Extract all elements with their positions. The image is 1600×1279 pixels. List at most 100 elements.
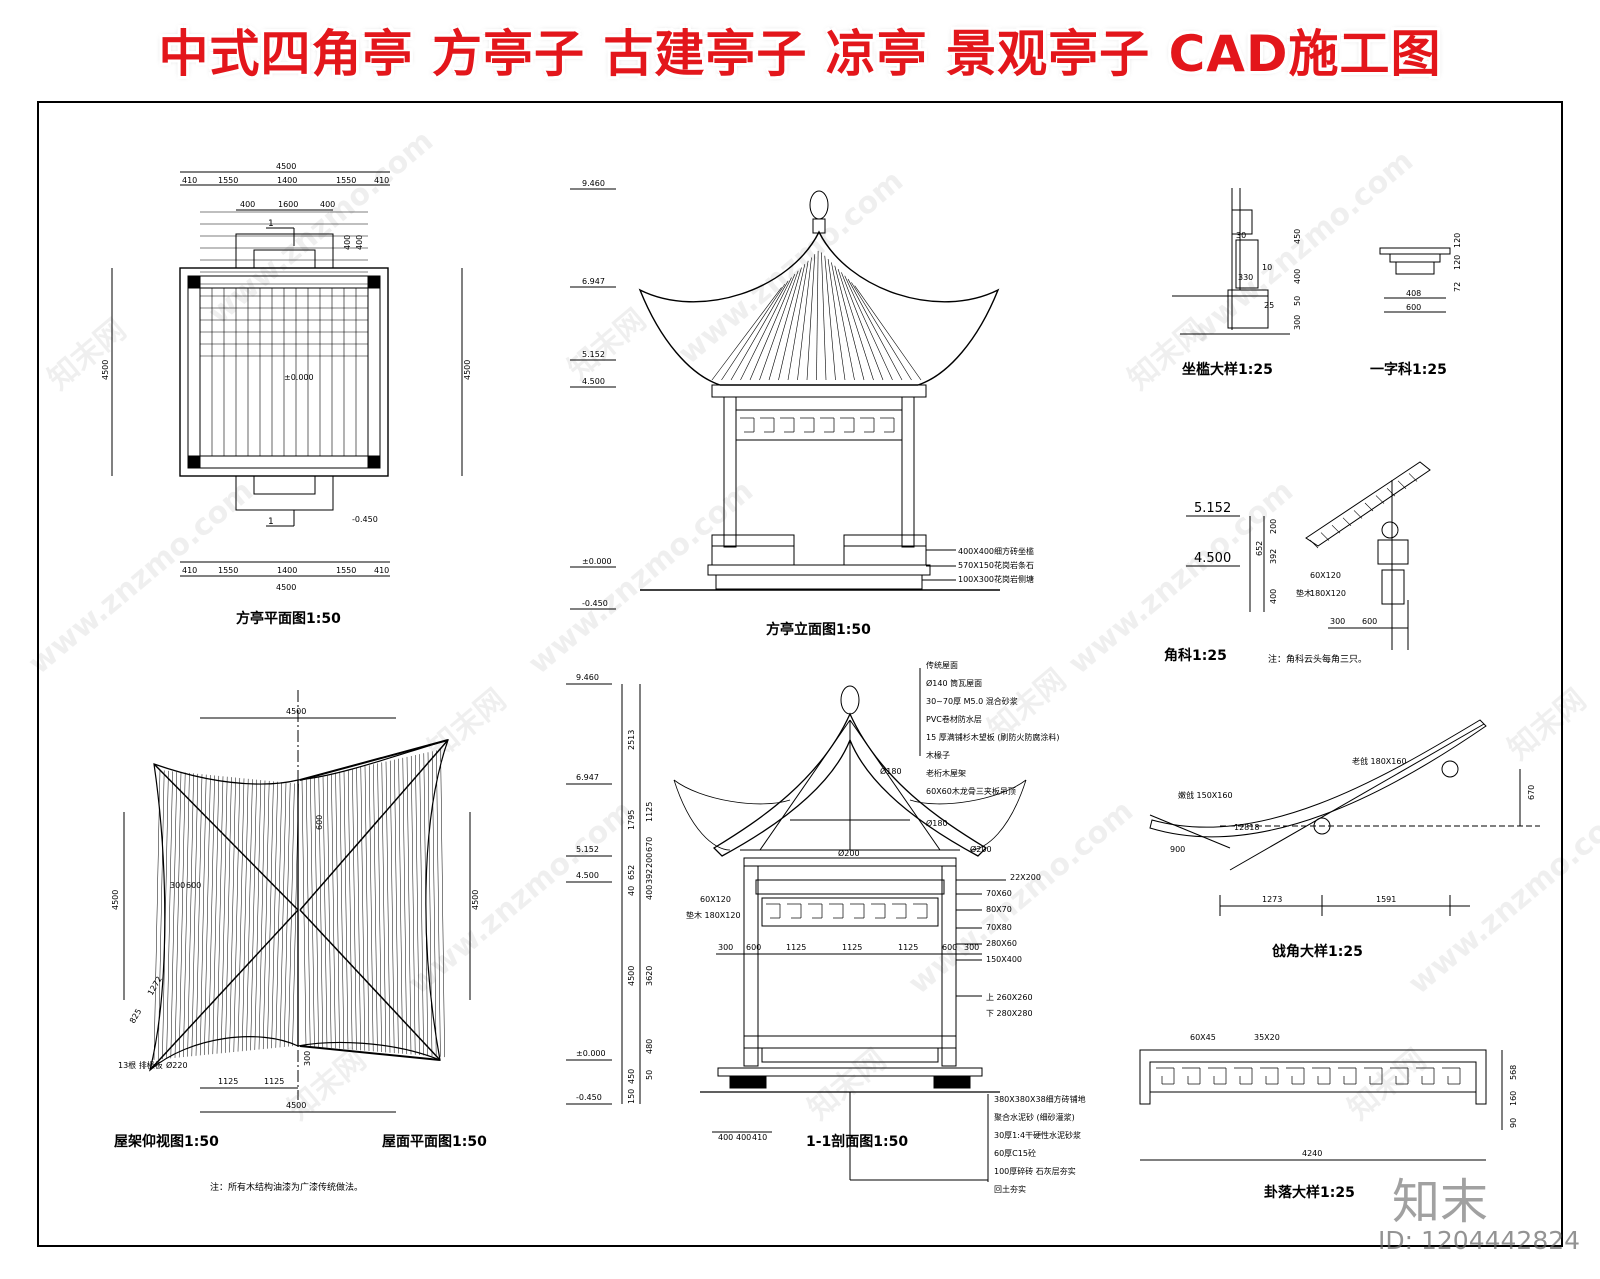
plan-seg-1: 410: [182, 176, 197, 185]
banner-title: 中式四角亭 方亭子 古建亭子 凉亭 景观亭子 CAD施工图: [158, 25, 1442, 83]
elevation-note-1: 400X400细方砖坐槛: [958, 546, 1034, 556]
svg-text:垫木 180X120: 垫木 180X120: [686, 910, 741, 920]
svg-text:670: 670: [1527, 785, 1536, 800]
svg-text:6.947: 6.947: [576, 773, 599, 782]
seat-rail-title: 坐槛大样1:25: [1182, 361, 1273, 378]
svg-text:30厚1:4干硬性水泥砂浆: 30厚1:4干硬性水泥砂浆: [994, 1130, 1081, 1140]
elevation-view: 9.460 6.947 5.152 4.500 ±0.000 -0.450 4: [570, 179, 1034, 638]
elevation-column: [901, 396, 915, 548]
eave-beam-circle: [1441, 760, 1459, 778]
plan-center-level: ±0.000: [284, 373, 314, 382]
svg-text:5.152: 5.152: [576, 845, 599, 854]
svg-text:408: 408: [1406, 289, 1421, 298]
svg-text:40: 40: [627, 886, 636, 896]
corner-level-1: 5.152: [1194, 501, 1231, 516]
svg-text:15 厚满铺杉木望板 (刷防火防腐涂料): 15 厚满铺杉木望板 (刷防火防腐涂料): [926, 732, 1060, 742]
section-column: [743, 865, 759, 1067]
corner-bracket-detail: 5.152 4.500 652 200 392 400 60X120 垫木 18…: [1164, 461, 1431, 665]
plan-view: 4500 410 1550 1400 1550 410 400 1600 400…: [101, 162, 472, 627]
svg-text:600: 600: [186, 881, 201, 890]
plan-bottom-overall: 4500: [276, 583, 296, 592]
svg-text:392: 392: [645, 869, 654, 884]
bracket-detail: 408 600 120 120 72 一字科1:25: [1370, 233, 1462, 378]
svg-text:200: 200: [1269, 519, 1278, 534]
svg-text:60厚C15砼: 60厚C15砼: [994, 1148, 1036, 1158]
hanging-panel-title: 卦落大样1:25: [1264, 1184, 1355, 1201]
plan-seg-2: 1550: [218, 176, 238, 185]
svg-text:652: 652: [1255, 541, 1264, 556]
general-note: 注：所有木结构油漆为广漆传统做法。: [210, 1181, 363, 1193]
svg-text:50: 50: [1293, 296, 1302, 306]
svg-text:±0.000: ±0.000: [582, 557, 612, 566]
svg-text:1125: 1125: [786, 943, 806, 952]
roof-frame-title: 屋架仰视图1:50: [114, 1133, 219, 1150]
svg-text:2513: 2513: [627, 730, 636, 750]
svg-text:3620: 3620: [645, 966, 654, 986]
svg-text:1272: 1272: [146, 975, 164, 997]
svg-text:5.152: 5.152: [582, 350, 605, 359]
drawing-sheet: 4500 410 1550 1400 1550 410 400 1600 400…: [37, 101, 1563, 1247]
svg-text:300: 300: [170, 881, 185, 890]
plan-step-dim-1: 400: [343, 235, 352, 250]
svg-text:300: 300: [1293, 315, 1302, 330]
svg-text:嫩戗 150X160: 嫩戗 150X160: [1178, 790, 1233, 800]
svg-text:1795: 1795: [627, 810, 636, 830]
section-column: [941, 865, 957, 1067]
svg-text:150: 150: [627, 1089, 636, 1104]
roof-plan-title: 屋面平面图1:50: [382, 1134, 487, 1150]
hanging-panel-detail: 60X45 35X20 4240 568 160 90 卦落大样1:25: [1139, 1033, 1518, 1201]
plan-out-level: -0.450: [352, 515, 378, 524]
svg-text:670: 670: [645, 837, 654, 852]
svg-text:450: 450: [1293, 229, 1302, 244]
svg-text:280X60: 280X60: [986, 939, 1017, 948]
svg-text:4.500: 4.500: [582, 377, 605, 386]
plan-step-dim-2: 400: [355, 235, 364, 250]
elevation-title: 方亭立面图1:50: [766, 621, 871, 638]
bracket-title: 一字科1:25: [1370, 361, 1447, 378]
svg-text:下 280X280: 下 280X280: [986, 1009, 1033, 1018]
svg-text:4500: 4500: [111, 890, 120, 910]
plan-bottom-seg-3: 1400: [277, 566, 297, 575]
svg-text:600: 600: [942, 943, 957, 952]
svg-text:Ø200: Ø200: [838, 848, 860, 858]
svg-text:Ø200: Ø200: [970, 844, 992, 854]
svg-text:825: 825: [128, 1007, 143, 1025]
svg-text:聚合水泥砂 (细砂灌浆): 聚合水泥砂 (细砂灌浆): [994, 1112, 1075, 1122]
svg-text:Ø180: Ø180: [926, 818, 948, 828]
svg-text:60X45: 60X45: [1190, 1033, 1216, 1042]
svg-text:120: 120: [1453, 255, 1462, 270]
svg-text:垫木: 垫木: [1296, 588, 1312, 598]
svg-text:652: 652: [627, 865, 636, 880]
svg-text:35X20: 35X20: [1254, 1033, 1280, 1042]
elevation-fret-panel: [735, 409, 903, 441]
section-view: 9.460 6.947 5.152 4.500 ±0.000 -0.450 25…: [566, 660, 1086, 1194]
svg-text:4.500: 4.500: [576, 871, 599, 880]
eave-corner-detail: 老戗 180X160 嫩戗 150X160 12818 900 1273 159…: [1149, 719, 1540, 960]
svg-text:450: 450: [627, 1069, 636, 1084]
elevation-column: [723, 396, 737, 548]
plan-side-dim-right: 4500: [463, 360, 472, 380]
plan-inner-1: 400: [240, 200, 255, 209]
plan-bottom-seg-4: 1550: [336, 566, 356, 575]
svg-text:300: 300: [964, 943, 979, 952]
svg-text:-0.450: -0.450: [576, 1093, 602, 1102]
plan-side-dim-left: 4500: [101, 360, 110, 380]
svg-text:老桁木屋架: 老桁木屋架: [926, 768, 966, 778]
svg-text:老戗 180X160: 老戗 180X160: [1352, 756, 1407, 766]
svg-text:1125: 1125: [264, 1077, 284, 1086]
svg-text:Ø220: Ø220: [166, 1060, 188, 1070]
svg-text:90: 90: [1509, 1118, 1518, 1128]
plan-column: [367, 275, 381, 289]
svg-text:600: 600: [1406, 303, 1421, 312]
svg-text:100厚碎砖 石灰层夯实: 100厚碎砖 石灰层夯实: [994, 1166, 1076, 1176]
roof-frame-outline: [148, 763, 299, 1072]
svg-text:400: 400: [1269, 589, 1278, 604]
svg-text:150X400: 150X400: [986, 955, 1022, 964]
svg-text:600: 600: [1362, 617, 1377, 626]
title-banner: 中式四角亭 方亭子 古建亭子 凉亭 景观亭子 CAD施工图: [0, 0, 1600, 92]
svg-text:400: 400: [645, 885, 654, 900]
svg-text:70X60: 70X60: [986, 889, 1012, 898]
svg-text:1273: 1273: [1262, 895, 1282, 904]
plan-bottom-seg-2: 1550: [218, 566, 238, 575]
plan-column: [187, 455, 201, 469]
